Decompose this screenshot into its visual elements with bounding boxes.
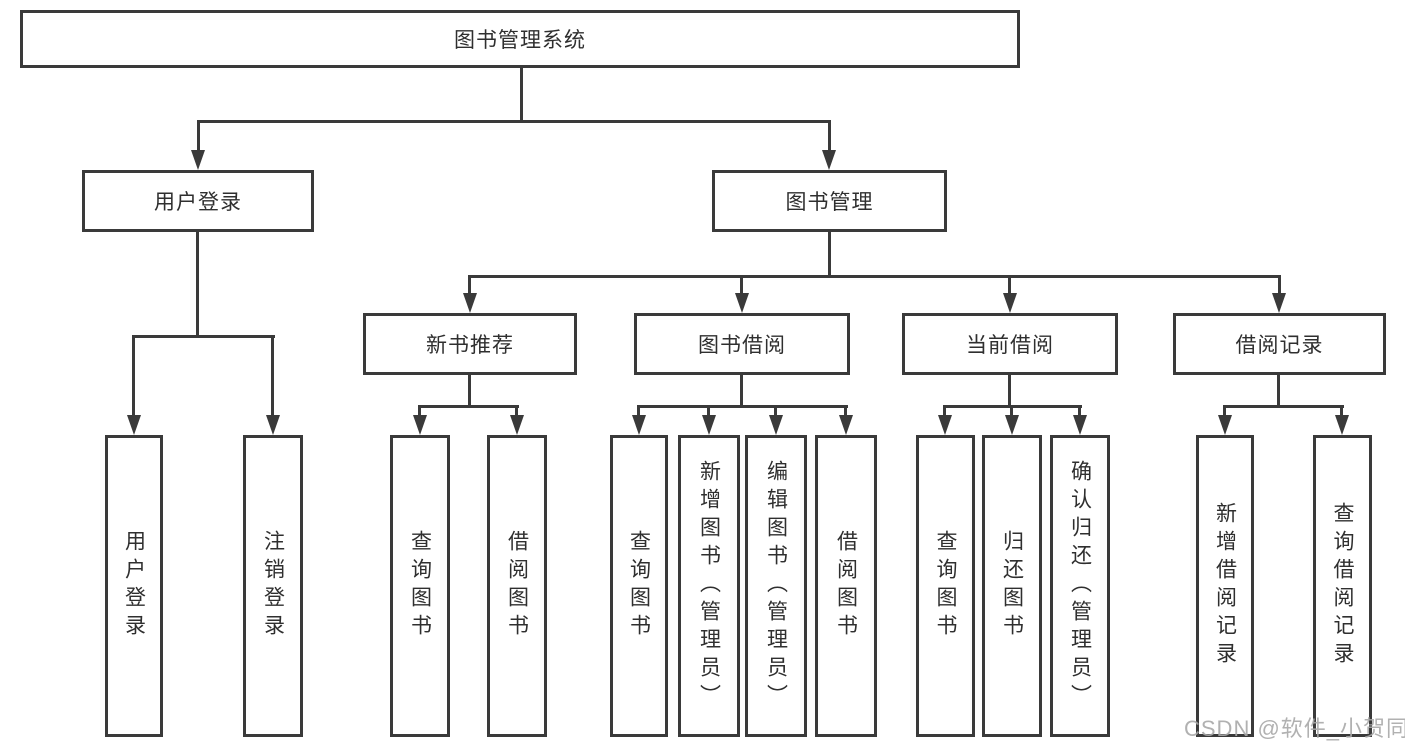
arrow-down-icon [1272, 293, 1286, 313]
leaf-confirm-return-admin: 确认归还（管理员） [1050, 435, 1110, 737]
node-current-borrow: 当前借阅 [902, 313, 1118, 375]
connector-line [774, 405, 777, 417]
node-new-book-recommend: 新书推荐 [363, 313, 577, 375]
connector-line [197, 120, 200, 152]
connector-line [740, 375, 743, 407]
leaf-query-borrow-record: 查询借阅记录 [1313, 435, 1372, 737]
connector-line [271, 335, 274, 415]
csdn-watermark: CSDN @软件_小贺同学 [1184, 716, 1405, 741]
connector-line [468, 275, 1281, 278]
arrow-down-icon [413, 415, 427, 435]
arrow-down-icon [191, 150, 205, 170]
arrow-down-icon [769, 415, 783, 435]
node-user-login: 用户登录 [82, 170, 314, 232]
connector-line [637, 405, 848, 408]
connector-line [468, 275, 471, 297]
arrow-down-icon [127, 415, 141, 435]
arrow-down-icon [510, 415, 524, 435]
connector-line [418, 405, 519, 408]
connector-line [520, 68, 523, 120]
node-borrow-records: 借阅记录 [1173, 313, 1386, 375]
leaf-logout: 注销登录 [243, 435, 303, 737]
connector-line [1008, 275, 1011, 297]
connector-line [1010, 405, 1013, 417]
leaf-add-borrow-record: 新增借阅记录 [1196, 435, 1254, 737]
connector-line [132, 335, 275, 338]
connector-line [196, 232, 199, 335]
node-library-system: 图书管理系统 [20, 10, 1020, 68]
arrow-down-icon [839, 415, 853, 435]
connector-line [197, 120, 831, 123]
arrow-down-icon [1218, 415, 1232, 435]
arrow-down-icon [1335, 415, 1349, 435]
leaf-query-books-recommend: 查询图书 [390, 435, 450, 737]
leaf-query-books-current: 查询图书 [916, 435, 975, 737]
connector-line [1340, 405, 1343, 417]
leaf-user-login: 用户登录 [105, 435, 163, 737]
connector-line [943, 405, 946, 417]
connector-line [468, 375, 471, 407]
arrow-down-icon [735, 293, 749, 313]
arrow-down-icon [1003, 293, 1017, 313]
arrow-down-icon [702, 415, 716, 435]
connector-line [132, 335, 135, 415]
leaf-edit-books-admin: 编辑图书（管理员） [745, 435, 807, 737]
leaf-borrow-books-recommend: 借阅图书 [487, 435, 547, 737]
leaf-return-books: 归还图书 [982, 435, 1042, 737]
connector-line [1223, 405, 1344, 408]
arrow-down-icon [822, 150, 836, 170]
arrow-down-icon [938, 415, 952, 435]
connector-line [1278, 275, 1281, 297]
connector-line [740, 275, 743, 297]
connector-line [515, 405, 518, 417]
connector-line [828, 232, 831, 275]
arrow-down-icon [463, 293, 477, 313]
arrow-down-icon [266, 415, 280, 435]
leaf-add-books-admin: 新增图书（管理员） [678, 435, 740, 737]
connector-line [1223, 405, 1226, 417]
connector-line [828, 120, 831, 152]
node-book-borrow: 图书借阅 [634, 313, 850, 375]
leaf-query-books-borrow: 查询图书 [610, 435, 668, 737]
connector-line [637, 405, 640, 417]
connector-line [1078, 405, 1081, 417]
arrow-down-icon [1073, 415, 1087, 435]
connector-line [1277, 375, 1280, 407]
node-book-management: 图书管理 [712, 170, 947, 232]
leaf-borrow-books: 借阅图书 [815, 435, 877, 737]
connector-line [844, 405, 847, 417]
connector-line [1008, 375, 1011, 407]
connector-line [707, 405, 710, 417]
arrow-down-icon [632, 415, 646, 435]
connector-line [418, 405, 421, 417]
arrow-down-icon [1005, 415, 1019, 435]
